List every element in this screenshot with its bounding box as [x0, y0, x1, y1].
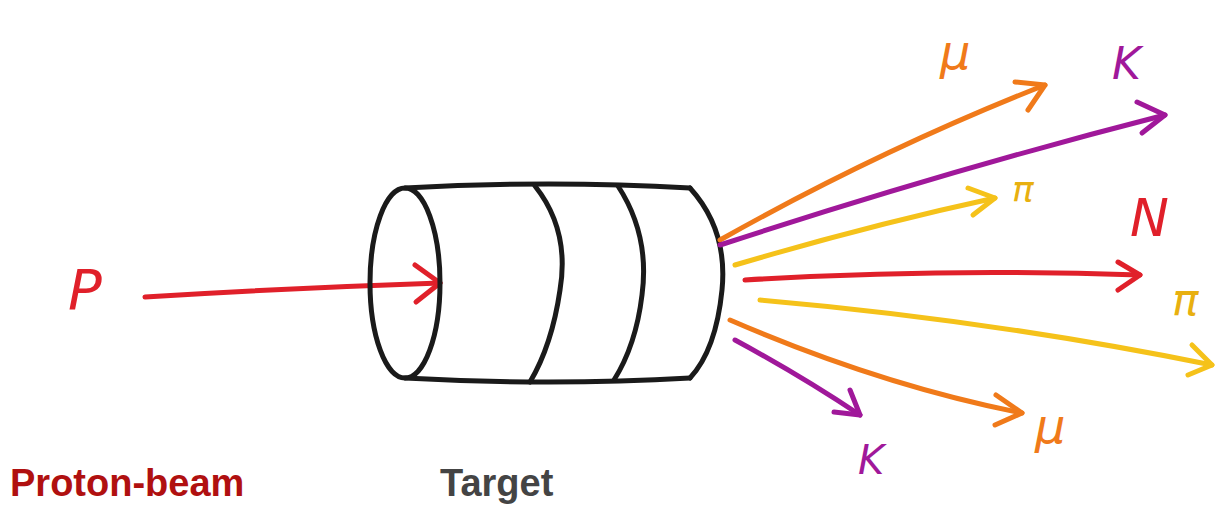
particle-label: π — [1172, 278, 1199, 322]
beam-caption: Proton-beam — [10, 464, 244, 502]
target-caption: Target — [440, 464, 553, 502]
cylinder-ring — [614, 186, 644, 380]
neutrino-arrow — [745, 262, 1140, 290]
particle-label: K — [858, 440, 884, 480]
kaon-arrow — [720, 102, 1165, 245]
beam-line — [145, 283, 440, 297]
pion-arrow — [760, 300, 1212, 375]
cylinder-ring — [530, 186, 562, 382]
particle-label: π — [1012, 172, 1034, 208]
pion-arrow — [735, 188, 995, 265]
cylinder-bottom — [405, 378, 690, 382]
arrow-head — [415, 265, 440, 302]
particle-label: K — [1112, 42, 1141, 86]
particle-label: P — [68, 262, 102, 318]
particle-label: μ — [940, 28, 971, 76]
cylinder-face — [370, 188, 440, 378]
muon-arrow — [730, 320, 1022, 425]
particle-label: N — [1130, 192, 1169, 244]
particle-label: μ — [1035, 402, 1066, 450]
kaon-arrow — [735, 340, 860, 415]
particle-arrows — [720, 82, 1212, 425]
cylinder-end — [690, 188, 723, 378]
proton-arrow — [145, 265, 440, 302]
cylinder-top — [405, 184, 690, 188]
target-cylinder — [370, 184, 723, 382]
